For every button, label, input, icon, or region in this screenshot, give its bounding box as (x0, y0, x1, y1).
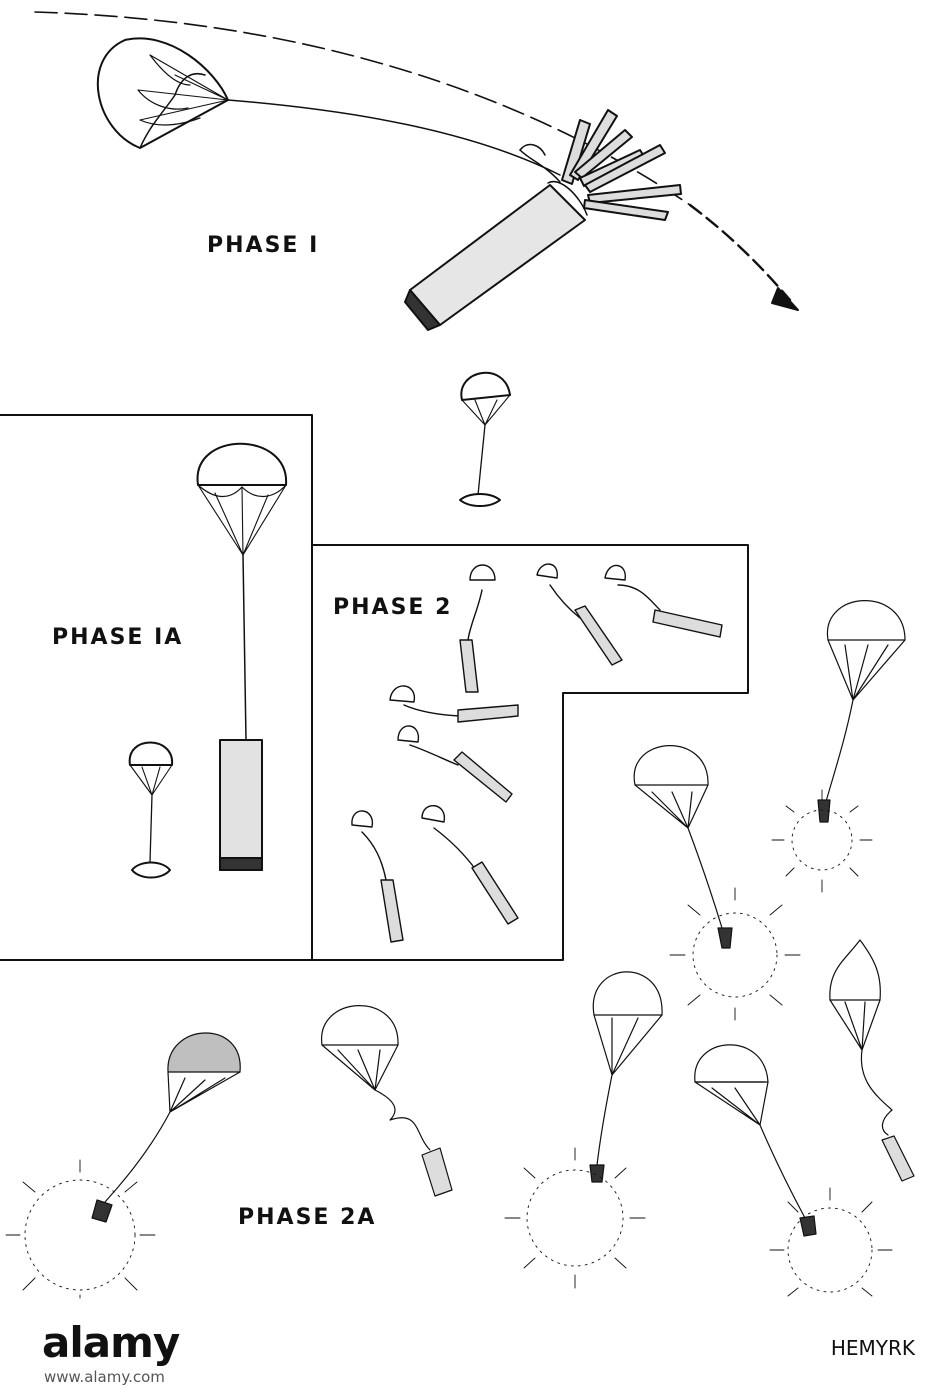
phase-1-label: PHASE I (207, 233, 319, 258)
phase-2-submunition (422, 806, 518, 924)
brand-logo: alamy (42, 1318, 179, 1367)
phase-2-submunition (352, 811, 403, 942)
diagram-canvas: PHASE I PHASE IA PHASE 2 PHASE 2A (0, 0, 939, 1300)
trajectory-arrow-line (690, 205, 790, 300)
phase-1a-small-parachute (130, 743, 172, 878)
phase-2-submunition (460, 565, 495, 692)
burst-rays (670, 888, 800, 1020)
phase-2a-parachute-burst (695, 1045, 892, 1296)
phase-2-submunition (605, 565, 722, 637)
phase-2-submunition (390, 686, 518, 722)
phase-2a-parachute-collapsed (830, 940, 914, 1181)
phase-2-submunition (537, 564, 622, 665)
burst-rays (770, 1188, 892, 1296)
drogue-parachute-phase1 (98, 38, 560, 175)
burst-rays (505, 1148, 645, 1288)
phase-2a-parachute-burst (6, 1033, 240, 1298)
phase-2a-parachute-burst (772, 601, 905, 892)
phase-1a-label: PHASE IA (52, 625, 183, 650)
phase-2a-parachute-burst (505, 972, 662, 1288)
parachute-deployment-illustration (0, 0, 939, 1300)
burst-rays (6, 1160, 155, 1298)
small-parachute-free (460, 373, 510, 506)
stock-code: HEMYRK (831, 1336, 915, 1360)
cluster-canister (405, 110, 681, 330)
site-url: www.alamy.com (44, 1368, 165, 1386)
phase-2-label: PHASE 2 (333, 595, 452, 620)
phase-2a-label: PHASE 2A (238, 1205, 376, 1230)
phase-2-submunition (398, 726, 512, 802)
trajectory-arrowhead (772, 288, 798, 310)
phase-1a-main-parachute (198, 444, 287, 870)
phase-2a-parachute-falling (322, 1006, 452, 1196)
phase-2a-parachute-burst (634, 746, 800, 1020)
